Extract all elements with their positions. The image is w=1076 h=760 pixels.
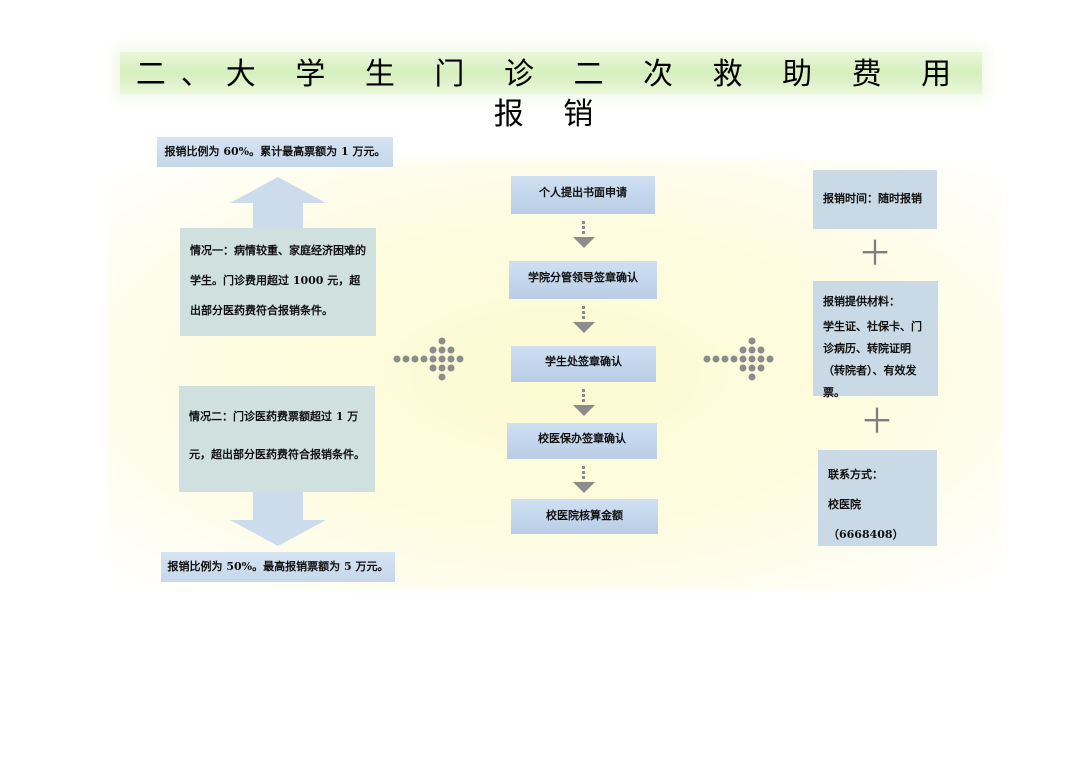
step-2: 学院分管领导签章确认 (509, 261, 657, 299)
top-note: 报销比例为 60%。累计最高票额为 1 万元。 (157, 137, 393, 167)
step-4: 校医保办签章确认 (507, 423, 657, 459)
contact-text: 校医院（6668408） (828, 498, 904, 541)
contact-box: 联系方式： 校医院（6668408） (818, 450, 937, 546)
step-arrow-2 (573, 306, 595, 333)
up-arrow (230, 177, 326, 233)
step-5: 校医院核算金额 (511, 499, 658, 534)
step-3: 学生处签章确认 (511, 346, 656, 382)
step-arrow-1 (573, 221, 595, 248)
plus-icon: ＋ (858, 234, 892, 274)
materials-text: 学生证、社保卡、门诊病历、转院证明（转院者）、有效发票。 (823, 320, 922, 399)
reimburse-time-box: 报销时间：随时报销 (813, 170, 937, 229)
step-arrow-4 (573, 466, 595, 493)
case-one-box: 情况一：病情较重、家庭经济困难的学生。门诊费用超过 1000 元，超出部分医药费… (180, 228, 376, 336)
dotted-arrow-left (393, 337, 464, 381)
dotted-arrow-right (703, 337, 774, 381)
contact-label: 联系方式： (828, 468, 883, 481)
step-arrow-3 (573, 389, 595, 416)
plus-icon: ＋ (860, 402, 894, 442)
step-1: 个人提出书面申请 (511, 176, 655, 214)
materials-box: 报销提供材料： 学生证、社保卡、门诊病历、转院证明（转院者）、有效发票。 (813, 281, 938, 399)
page-title: 二、大 学 生 门 诊 二 次 救 助 费 用 报 销 (135, 57, 967, 132)
bottom-note: 报销比例为 50%。最高报销票额为 5 万元。 (161, 552, 395, 582)
title-band (120, 52, 982, 94)
down-arrow (230, 492, 326, 546)
materials-label: 报销提供材料： (823, 295, 900, 308)
case-two-box: 情况二：门诊医药费票额超过 1 万元，超出部分医药费符合报销条件。 (179, 386, 375, 492)
